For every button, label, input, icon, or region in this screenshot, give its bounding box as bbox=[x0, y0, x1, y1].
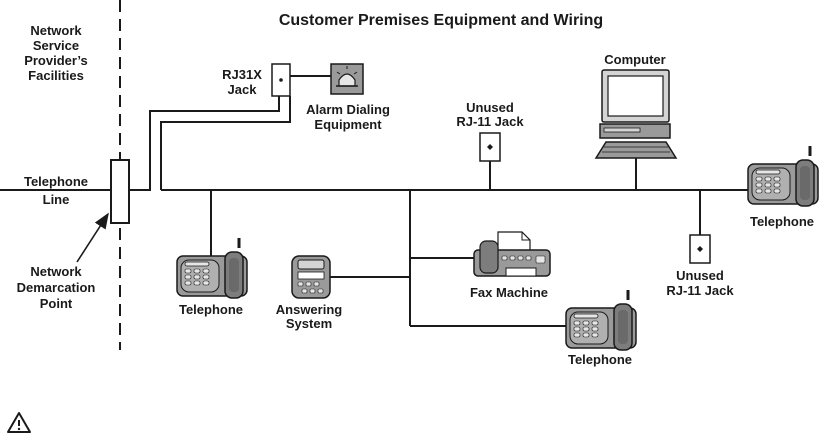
warning-icon bbox=[8, 413, 30, 432]
telephone-right-device bbox=[748, 146, 818, 206]
demarc-label-line2: Demarcation bbox=[17, 280, 96, 295]
telephone-bottom-label: Telephone bbox=[568, 352, 632, 367]
telephone-line-label-1: Telephone bbox=[24, 174, 88, 189]
answering-label-line1: Answering bbox=[276, 302, 343, 317]
unused-jack-bottom bbox=[690, 235, 710, 263]
unused-jack-top-label-1: Unused bbox=[466, 100, 514, 115]
diagram-title: Customer Premises Equipment and Wiring bbox=[279, 12, 603, 29]
alarm-label-line2: Equipment bbox=[314, 117, 382, 132]
provider-label-line3: Provider’s bbox=[24, 53, 88, 68]
unused-jack-top-label-2: RJ-11 Jack bbox=[456, 114, 524, 129]
fax-label: Fax Machine bbox=[470, 285, 548, 300]
demarcation-arrow bbox=[77, 214, 108, 262]
telephone-line-label-2: Line bbox=[43, 192, 70, 207]
telephone-bottom-device bbox=[566, 290, 636, 350]
demarc-label-line3: Point bbox=[40, 296, 73, 311]
unused-jack-top bbox=[480, 133, 500, 161]
unused-jack-bottom-label-1: Unused bbox=[676, 268, 724, 283]
demarc-label-line1: Network bbox=[30, 264, 82, 279]
provider-label-line4: Facilities bbox=[28, 68, 84, 83]
answering-label-line2: System bbox=[286, 316, 332, 331]
computer-label: Computer bbox=[604, 52, 665, 67]
rj31x-incoming-wire bbox=[129, 96, 279, 190]
provider-label-line2: Service bbox=[33, 38, 79, 53]
fax-machine-device bbox=[474, 232, 550, 276]
alarm-device bbox=[331, 64, 363, 94]
computer-device bbox=[596, 70, 676, 158]
rj31x-jack-port bbox=[279, 78, 283, 82]
rj31x-label-line2: Jack bbox=[228, 82, 258, 97]
provider-label-line1: Network bbox=[30, 23, 82, 38]
telephone-right-label: Telephone bbox=[750, 214, 814, 229]
provider-label: Network Service Provider’s Facilities bbox=[24, 23, 88, 83]
telephone-left-label: Telephone bbox=[179, 302, 243, 317]
demarcation-device bbox=[111, 160, 129, 223]
answering-system-device bbox=[292, 256, 330, 298]
unused-jack-bottom-label-2: RJ-11 Jack bbox=[666, 283, 734, 298]
rj31x-label-line1: RJ31X bbox=[222, 67, 262, 82]
alarm-label-line1: Alarm Dialing bbox=[306, 102, 390, 117]
